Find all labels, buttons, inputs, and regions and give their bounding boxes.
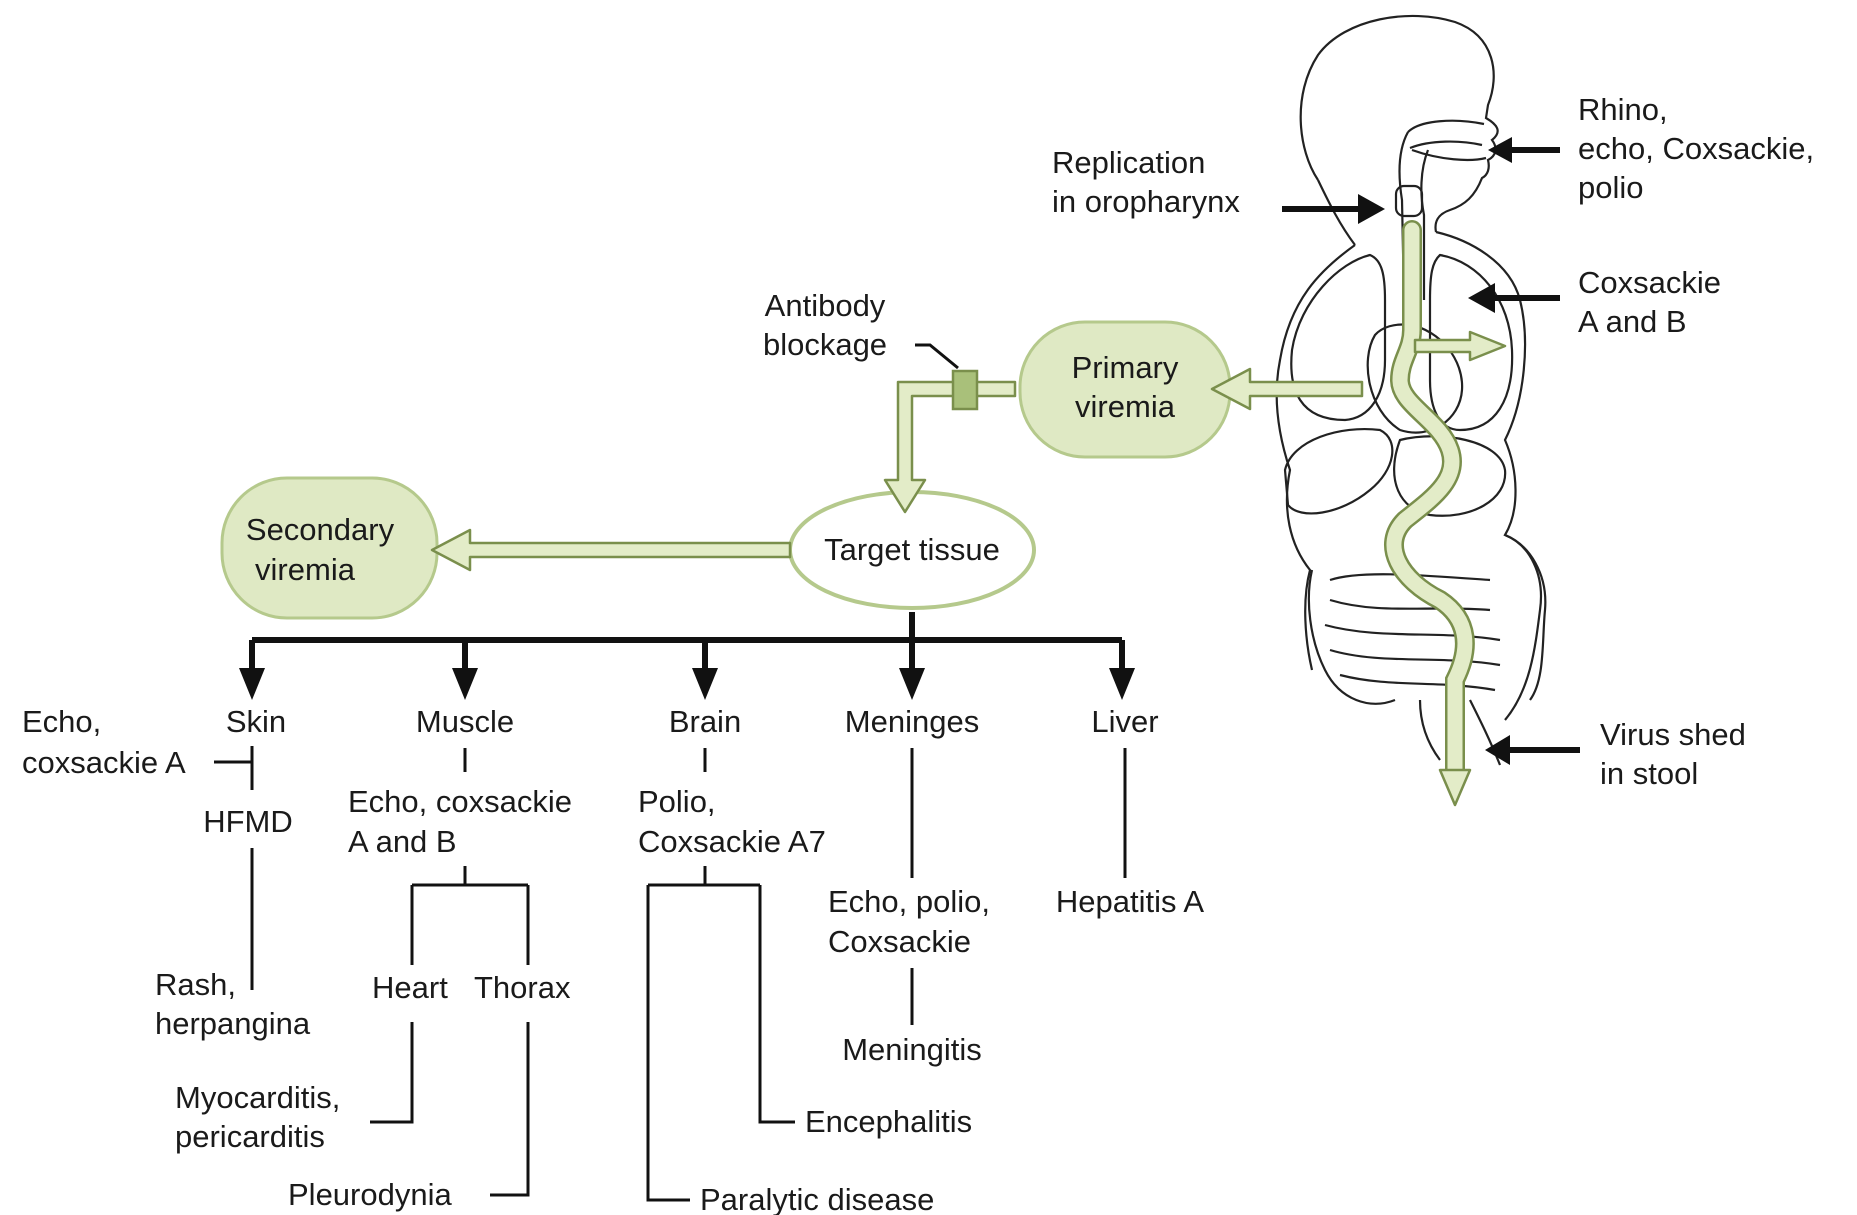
antibody-blockage-label-line1: Antibody bbox=[765, 288, 886, 323]
lungs-arrowhead bbox=[1468, 283, 1495, 313]
brain-virus-label-line1: Polio, bbox=[638, 784, 716, 819]
skin-disease-hfmd: HFMD bbox=[203, 804, 293, 839]
thorax-disease: Pleurodynia bbox=[288, 1177, 452, 1212]
entry-label-line3: polio bbox=[1578, 170, 1644, 205]
primary-viremia-label-line1: Primary bbox=[1072, 350, 1179, 385]
tissue-tree: Skin Echo, coxsackie A HFMD Rash, herpan… bbox=[22, 612, 1204, 1215]
branch-meninges-arrowhead bbox=[899, 668, 925, 700]
secondary-viremia-label-line1: Secondary bbox=[246, 512, 395, 547]
stool-label-line1: Virus shed bbox=[1600, 717, 1746, 752]
muscle-virus-label-line1: Echo, coxsackie bbox=[348, 784, 572, 819]
entry-label-line1: Rhino, bbox=[1578, 92, 1668, 127]
lungs-label-line2: A and B bbox=[1578, 304, 1687, 339]
muscle-split bbox=[412, 866, 528, 965]
antibody-blockage-label-line2: blockage bbox=[763, 327, 887, 362]
lungs-label-line1: Coxsackie bbox=[1578, 265, 1721, 300]
lung-spread-arrow bbox=[1415, 332, 1505, 360]
human-body-figure bbox=[1277, 16, 1546, 805]
liver-virus: Hepatitis A bbox=[1056, 884, 1205, 919]
stool-label-line2: in stool bbox=[1600, 756, 1698, 791]
branch-liver-arrowhead bbox=[1109, 668, 1135, 700]
heart-disease-line2: pericarditis bbox=[175, 1119, 325, 1154]
liver-label: Liver bbox=[1091, 704, 1158, 739]
entry-label-line2: echo, Coxsackie, bbox=[1578, 131, 1814, 166]
neck-back-outline bbox=[1318, 180, 1355, 245]
muscle-thorax-label: Thorax bbox=[474, 970, 571, 1005]
brain-split bbox=[648, 866, 795, 1200]
meninges-virus-label-line2: Coxsackie bbox=[828, 924, 971, 959]
head-outline bbox=[1301, 16, 1498, 232]
brain-label: Brain bbox=[669, 704, 741, 739]
skin-virus-label-line1: Echo, bbox=[22, 704, 101, 739]
liver bbox=[1285, 429, 1392, 513]
skin-inhibition-line bbox=[214, 748, 252, 776]
branch-brain-arrowhead bbox=[692, 668, 718, 700]
target-tissue-label: Target tissue bbox=[824, 532, 1000, 567]
brain-disease-encephalitis: Encephalitis bbox=[805, 1104, 972, 1139]
meninges-disease: Meningitis bbox=[842, 1032, 982, 1067]
primary-to-target-arrow bbox=[885, 382, 1015, 512]
stool-exit-arrowhead bbox=[1440, 770, 1470, 805]
primary-viremia-label-line2: viremia bbox=[1075, 389, 1176, 424]
replication-arrowhead bbox=[1358, 194, 1385, 224]
secondary-viremia-node bbox=[222, 478, 437, 618]
secondary-viremia-label-line2: viremia bbox=[255, 552, 356, 587]
antibody-blockage-marker bbox=[953, 371, 977, 409]
large-intestine bbox=[1309, 535, 1541, 720]
skin-disease-rash-line1: Rash, bbox=[155, 967, 236, 1002]
replication-label-line1: Replication bbox=[1052, 145, 1205, 180]
primary-viremia-arrow bbox=[1212, 369, 1362, 409]
thorax-connector bbox=[490, 1022, 528, 1195]
torso-outline bbox=[1277, 245, 1355, 670]
nasal-cavity bbox=[1408, 121, 1486, 160]
muscle-label: Muscle bbox=[416, 704, 514, 739]
skin-label: Skin bbox=[226, 704, 286, 739]
meninges-virus-label-line1: Echo, polio, bbox=[828, 884, 990, 919]
brain-disease-paralytic: Paralytic disease bbox=[700, 1182, 934, 1215]
heart-disease-line1: Myocarditis, bbox=[175, 1080, 340, 1115]
branch-skin-arrowhead bbox=[239, 668, 265, 700]
target-to-secondary-arrow bbox=[432, 530, 790, 570]
antibody-blockage-leader bbox=[915, 345, 958, 368]
skin-disease-rash-line2: herpangina bbox=[155, 1006, 311, 1041]
meninges-label: Meninges bbox=[845, 704, 979, 739]
muscle-heart-label: Heart bbox=[372, 970, 448, 1005]
muscle-virus-label-line2: A and B bbox=[348, 824, 457, 859]
heart-connector bbox=[370, 1022, 412, 1122]
replication-label-line2: in oropharynx bbox=[1052, 184, 1240, 219]
brain-virus-label-line2: Coxsackie A7 bbox=[638, 824, 826, 859]
branch-muscle-arrowhead bbox=[452, 668, 478, 700]
skin-virus-label-line2: coxsackie A bbox=[22, 745, 186, 780]
